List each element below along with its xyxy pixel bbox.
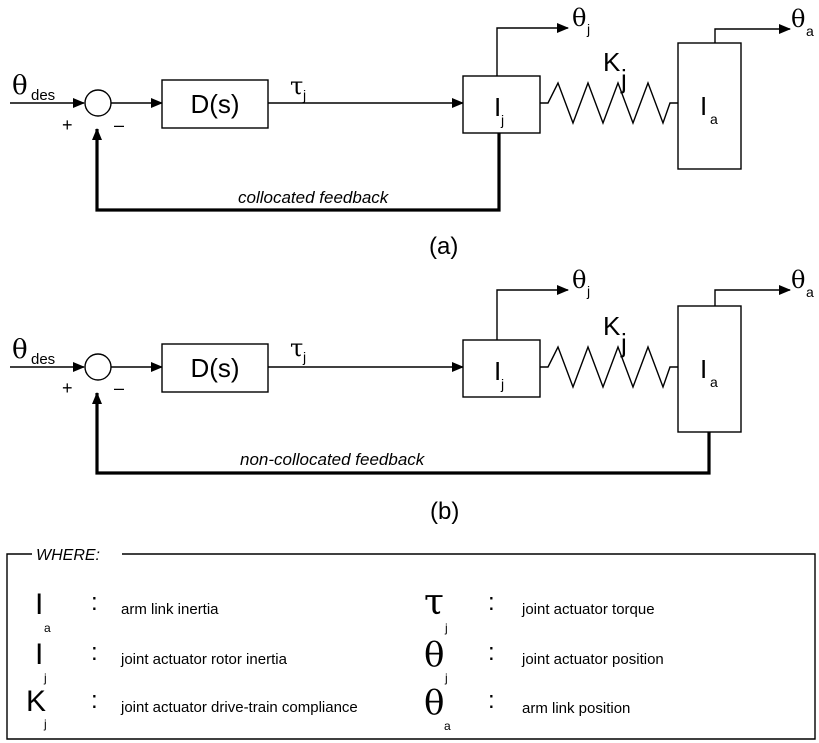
arm-output-subscript: a <box>806 284 814 300</box>
legend-sub-rotor-inertia: j <box>43 671 47 685</box>
diagram-a: θ des + – D(s) τ j I j K j I a θ j θ a c… <box>10 4 814 260</box>
arm-inertia-label: I <box>700 91 707 121</box>
compliance-spring <box>540 345 678 390</box>
joint-inertia-block <box>462 75 541 134</box>
legend-colon: : <box>91 687 98 714</box>
spring-label: K <box>603 311 621 341</box>
legend-desc-rotor-inertia: joint actuator rotor inertia <box>120 651 288 668</box>
legend-colon: : <box>91 639 98 666</box>
joint-output-subscript: j <box>586 21 590 37</box>
input-theta-des-label: θ <box>12 71 28 101</box>
summing-junction <box>84 89 112 117</box>
joint-output-arrow <box>496 285 569 340</box>
feedback-label: collocated feedback <box>238 188 390 207</box>
torque-label: τ <box>290 334 303 362</box>
controller-label: D(s) <box>190 89 239 119</box>
arm-output-subscript: a <box>806 23 814 39</box>
input-theta-des-subscript: des <box>31 87 55 104</box>
arm-output-arrow <box>714 24 791 43</box>
controller-label: D(s) <box>190 353 239 383</box>
input-theta-des-label: θ <box>12 335 28 365</box>
joint-inertia-block <box>462 339 541 398</box>
legend-symbol-rotor-inertia: I <box>35 638 43 671</box>
legend-symbol-compliance: K <box>26 685 46 718</box>
legend-colon: : <box>488 639 495 666</box>
legend-sub-arm-position: a <box>444 719 451 733</box>
legend-symbol-torque: τ <box>424 582 444 623</box>
joint-output-label: θ <box>572 266 586 294</box>
joint-inertia-subscript: j <box>500 112 504 128</box>
arm-output-label: θ <box>791 266 805 294</box>
arm-inertia-subscript: a <box>710 111 718 127</box>
joint-output-subscript: j <box>586 283 590 299</box>
minus-sign: – <box>114 378 124 398</box>
legend-title: WHERE: <box>36 547 100 564</box>
arm-output-arrow <box>714 285 791 306</box>
legend-sub-arm-inertia: a <box>44 621 51 635</box>
arm-output-label: θ <box>791 5 805 33</box>
spring-label: K <box>603 47 621 77</box>
plus-sign: + <box>62 378 73 398</box>
input-theta-des-subscript: des <box>31 351 55 368</box>
spring-subscript: j <box>620 328 627 358</box>
legend-box: WHERE: I a : arm link inertia I j : join… <box>6 547 816 740</box>
arm-inertia-label: I <box>700 354 707 384</box>
joint-inertia-label: I <box>494 356 501 386</box>
controller-block <box>161 343 269 393</box>
minus-sign: – <box>114 115 124 135</box>
controller-block <box>161 79 269 129</box>
summing-junction <box>84 353 112 381</box>
torque-subscript: j <box>302 87 306 103</box>
feedback-label: non-collocated feedback <box>240 450 426 469</box>
caption-a: (a) <box>429 233 458 260</box>
legend-sub-torque: j <box>444 621 448 635</box>
legend-desc-joint-position: joint actuator position <box>521 651 664 668</box>
collocated-feedback-line <box>92 128 501 212</box>
plus-sign: + <box>62 115 73 135</box>
spring-subscript: j <box>620 64 627 94</box>
joint-output-label: θ <box>572 4 586 32</box>
torque-subscript: j <box>302 349 306 365</box>
legend-colon: : <box>488 687 495 714</box>
non-collocated-feedback-line <box>92 392 711 475</box>
legend-symbol-arm-inertia: I <box>35 588 43 621</box>
diagram-b: θ des + – D(s) τ j I j K j I a θ j θ a n… <box>10 266 814 525</box>
torque-label: τ <box>290 72 303 100</box>
legend-frame <box>6 553 816 740</box>
arm-inertia-subscript: a <box>710 374 718 390</box>
legend-desc-compliance: joint actuator drive-train compliance <box>120 699 358 716</box>
arm-inertia-block <box>677 42 742 170</box>
legend-desc-torque: joint actuator torque <box>521 601 655 618</box>
legend-symbol-joint-position: θ <box>424 635 444 675</box>
legend-symbol-arm-position: θ <box>424 683 444 723</box>
compliance-spring <box>540 81 678 126</box>
legend-colon: : <box>91 589 98 616</box>
arm-inertia-block <box>677 305 742 433</box>
joint-inertia-label: I <box>494 92 501 122</box>
legend-sub-compliance: j <box>43 717 47 731</box>
legend-desc-arm-inertia: arm link inertia <box>121 601 219 618</box>
joint-output-arrow <box>496 23 569 76</box>
legend-desc-arm-position: arm link position <box>522 700 630 717</box>
legend-colon: : <box>488 589 495 616</box>
joint-inertia-subscript: j <box>500 376 504 392</box>
legend-sub-joint-position: j <box>444 671 448 685</box>
caption-b: (b) <box>430 498 459 525</box>
